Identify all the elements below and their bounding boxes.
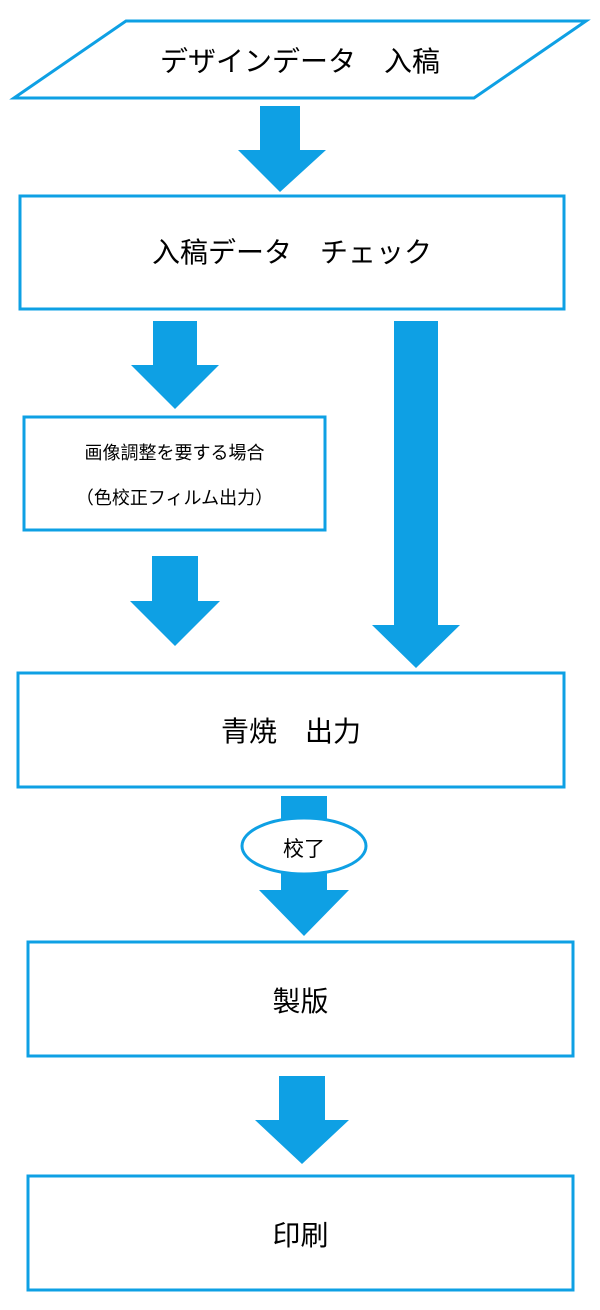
input-label: デザインデータ 入稿 [159,45,440,78]
approval-label: 校了 [283,837,325,861]
arrow-down-3 [130,556,220,646]
check-label: 入稿データ チェック [151,236,432,269]
platemaking-box [26,940,575,1058]
adjust-label-line2: （色校正フィルム出力） [75,488,274,509]
printing-box [26,1174,575,1292]
input-parallelogram [9,19,591,100]
approval-ellipse [240,816,368,876]
arrow-down-long [372,321,460,668]
adjust-label-line1: 画像調整を要する場合 [84,443,265,464]
adjust-box [22,415,327,532]
proof-box [16,671,566,789]
arrow-down-1 [238,106,326,192]
check-box [18,194,566,311]
arrow-down-5 [255,1076,349,1164]
printing-label: 印刷 [272,1219,329,1252]
platemaking-label: 製版 [272,985,329,1018]
proof-label: 青焼 出力 [220,715,361,748]
arrow-down-2 [131,321,219,409]
